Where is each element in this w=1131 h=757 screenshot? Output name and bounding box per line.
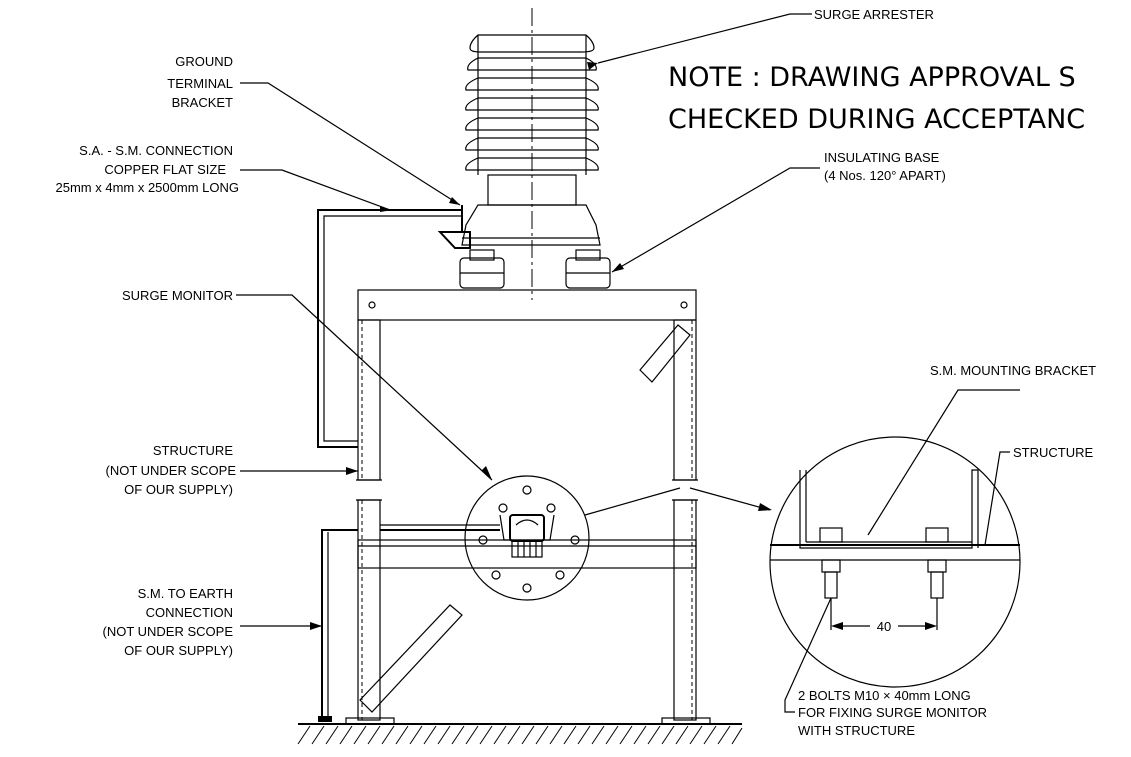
label-connection-2: COPPER FLAT SIZE xyxy=(104,162,226,177)
label-insulating-base-2: (4 Nos. 120° APART) xyxy=(824,168,946,183)
label-structure-left-3: OF OUR SUPPLY) xyxy=(124,482,233,497)
label-structure-left-2: (NOT UNDER SCOPE xyxy=(106,463,237,478)
surge-arrester-body xyxy=(437,34,611,289)
structure-frame xyxy=(297,289,743,745)
copper-connection-flat xyxy=(317,209,462,448)
note-line-1: NOTE : DRAWING APPROVAL S xyxy=(668,62,1076,93)
label-ground-terminal-1: GROUND xyxy=(175,54,233,69)
label-surge-arrester: SURGE ARRESTER xyxy=(814,7,934,22)
label-connection-3: 25mm x 4mm x 2500mm LONG xyxy=(56,180,240,195)
earth-connection xyxy=(321,529,358,718)
label-ground-terminal-2: TERMINAL xyxy=(167,76,233,91)
label-connection-1: S.A. - S.M. CONNECTION xyxy=(79,143,233,158)
label-earth-4: OF OUR SUPPLY) xyxy=(124,643,233,658)
label-bolts-2: FOR FIXING SURGE MONITOR xyxy=(798,705,987,720)
label-earth-1: S.M. TO EARTH xyxy=(138,586,233,601)
label-bolts-1: 2 BOLTS M10 × 40mm LONG xyxy=(798,688,971,703)
surge-monitor xyxy=(464,475,590,601)
label-insulating-base-1: INSULATING BASE xyxy=(824,150,940,165)
note-line-2: CHECKED DURING ACCEPTANC xyxy=(668,104,1085,135)
label-earth-2: CONNECTION xyxy=(146,605,233,620)
detail-view xyxy=(769,436,1021,688)
leader-lines xyxy=(236,13,1020,713)
label-ground-terminal-3: BRACKET xyxy=(172,95,233,110)
label-surge-monitor: SURGE MONITOR xyxy=(122,288,233,303)
label-dimension: 40 xyxy=(877,619,891,634)
label-sm-bracket: S.M. MOUNTING BRACKET xyxy=(930,363,1096,378)
label-structure-left-1: STRUCTURE xyxy=(153,443,233,458)
label-earth-3: (NOT UNDER SCOPE xyxy=(103,624,234,639)
label-structure-right: STRUCTURE xyxy=(1013,445,1093,460)
label-bolts-3: WITH STRUCTURE xyxy=(798,723,915,738)
